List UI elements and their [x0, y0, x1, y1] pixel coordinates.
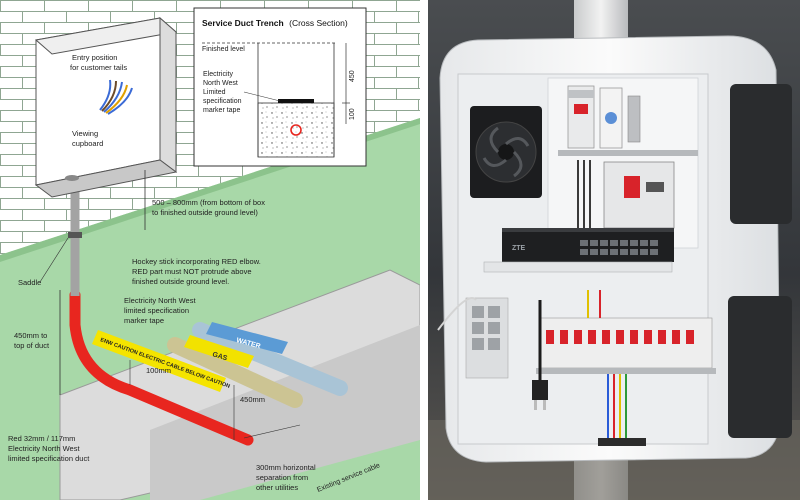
diagram-svg: WATER GAS ENW CAUTION ELECTRIC CABLE BEL…	[0, 0, 420, 500]
equipment-shelf	[483, 261, 673, 273]
inset-finished-level: Finished level	[202, 46, 245, 53]
viewing-cupboard-label: Viewing cupboard	[72, 129, 103, 148]
duct-installation-diagram: WATER GAS ENW CAUTION ELECTRIC CABLE BEL…	[0, 0, 420, 500]
entry-position-label: Entry position for customer tails	[70, 53, 127, 72]
bottom-cable-entry	[598, 438, 646, 446]
cable-gland-panel	[465, 297, 509, 379]
saddle-label: Saddle	[18, 278, 41, 287]
trench-floor	[150, 325, 420, 500]
side-vent-top	[730, 84, 792, 224]
power-supply-module	[567, 85, 595, 149]
dim-450mm: 450mm	[240, 395, 265, 404]
inset-dim-450: 450	[349, 70, 356, 82]
enw-marker-tape	[92, 330, 226, 392]
thermostat-module	[599, 87, 623, 149]
enclosure-svg: ZTE	[428, 0, 800, 500]
water-tape	[206, 322, 288, 354]
side-vent-bottom	[728, 296, 792, 438]
box-height-note: 500 – 800mm (from bottom of box to finis…	[152, 198, 267, 217]
inset-dim-100: 100	[349, 108, 356, 120]
red-duct	[69, 289, 254, 446]
duct-spec-label: Red 32mm / 117mm Electricity North West …	[8, 434, 90, 463]
saddle	[68, 232, 82, 238]
gas-tape-label: GAS	[211, 351, 228, 362]
water-pipe	[192, 322, 348, 396]
network-switch: ZTE	[502, 228, 674, 262]
dim-100mm: 100mm	[146, 366, 171, 375]
inset-trench-fill	[257, 102, 335, 158]
marker-tape-label: Electricity North West limited specifica…	[124, 296, 198, 325]
din-rail-top	[558, 150, 698, 156]
cooling-fan	[470, 106, 542, 198]
switch-brand: ZTE	[512, 245, 526, 252]
separation-label: 300mm horizontal separation from other u…	[256, 463, 318, 492]
inset-tape-label: Electricity North West Limited specifica…	[203, 71, 243, 114]
inset-title: Service Duct Trench (Cross Section)	[202, 18, 348, 28]
hockey-stick-note: Hockey stick incorporating RED elbow. RE…	[132, 257, 263, 286]
inset-marker-tape	[278, 99, 314, 103]
cross-section-inset: Service Duct Trench (Cross Section) Fini…	[193, 7, 367, 167]
panel-divider	[420, 0, 428, 500]
viewing-cupboard	[34, 16, 178, 198]
din-rail-bottom	[536, 368, 716, 374]
main-breaker	[603, 161, 675, 229]
enclosure-photo: ZTE	[428, 0, 800, 500]
duct-depth-label: 450mm to top of duct	[14, 331, 50, 350]
terminal-block	[627, 95, 641, 143]
cable-bundle	[577, 160, 591, 240]
breaker-row	[539, 317, 713, 369]
inset-duct	[290, 124, 302, 136]
gas-pipe	[167, 337, 303, 408]
power-plug	[532, 300, 548, 410]
wiring	[437, 290, 627, 440]
gas-tape	[184, 335, 254, 368]
